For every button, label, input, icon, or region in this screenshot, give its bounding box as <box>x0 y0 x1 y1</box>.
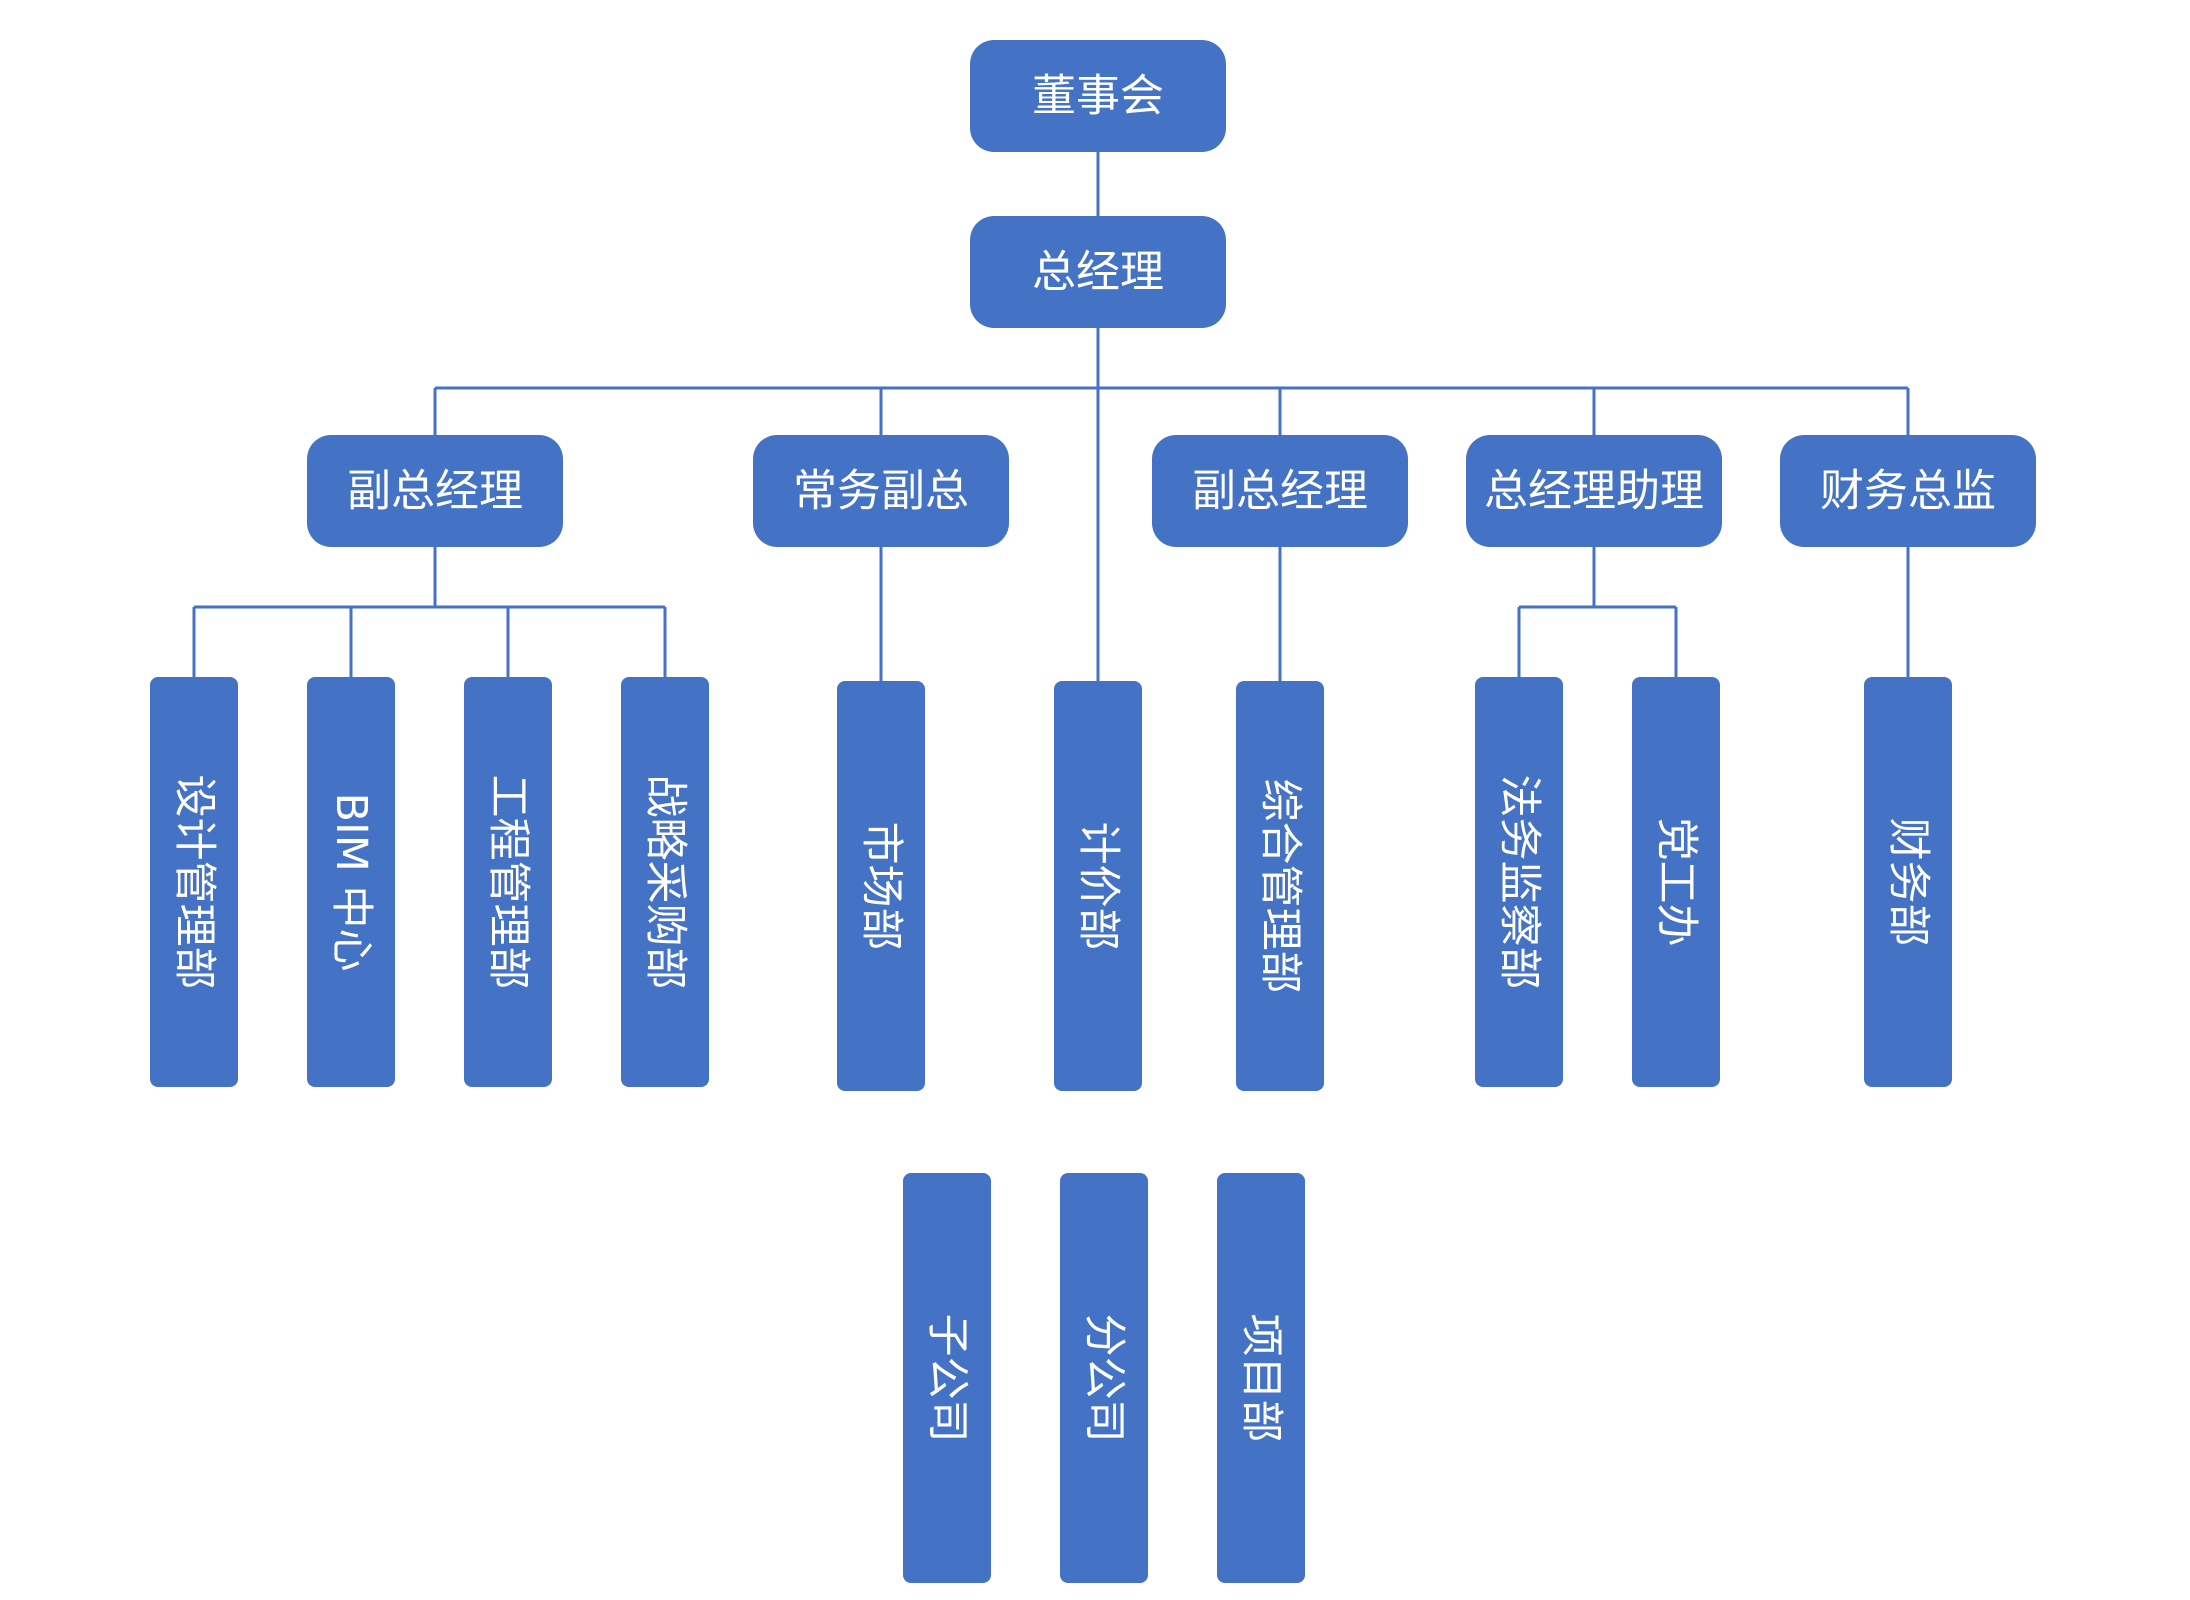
subsidiary-label: 子公司 <box>922 1314 972 1443</box>
subsidiary-node: 项目部 <box>1217 1173 1305 1583</box>
department-node: 设计管理部 <box>150 677 238 1087</box>
executive-node: 财务总监 <box>1780 435 2036 547</box>
department-label: 设计管理部 <box>169 775 219 990</box>
general-manager-node: 总经理 <box>970 216 1226 328</box>
department-node: 战略采购部 <box>621 677 709 1087</box>
executive-node: 常务副总 <box>753 435 1009 547</box>
department-node: 计价部 <box>1054 681 1142 1091</box>
department-label: 综合管理部 <box>1255 779 1305 994</box>
board-label: 董事会 <box>1032 71 1164 122</box>
department-node: 综合管理部 <box>1236 681 1324 1091</box>
subsidiary-label: 项目部 <box>1236 1314 1286 1443</box>
executive-label: 财务总监 <box>1820 466 1996 517</box>
department-label: 工程管理部 <box>483 775 533 990</box>
executive-node: 副总经理 <box>1152 435 1408 547</box>
board-node: 董事会 <box>970 40 1226 152</box>
connector-lines <box>192 152 1910 681</box>
department-node: BIM 中心 <box>307 677 395 1087</box>
department-label: 法务监察部 <box>1494 775 1544 990</box>
subsidiary-node: 分公司 <box>1060 1173 1148 1583</box>
department-label: 财务部 <box>1883 818 1933 947</box>
executive-node: 副总经理 <box>307 435 563 547</box>
executive-node: 总经理助理 <box>1466 435 1722 547</box>
department-node: 财务部 <box>1864 677 1952 1087</box>
general-manager-label: 总经理 <box>1032 247 1164 298</box>
department-node: 法务监察部 <box>1475 677 1563 1087</box>
department-node: 工程管理部 <box>464 677 552 1087</box>
executive-label: 副总经理 <box>1192 466 1368 517</box>
department-node: 党工办 <box>1632 677 1720 1087</box>
department-label: 党工办 <box>1651 818 1701 947</box>
department-label: BIM 中心 <box>326 793 376 972</box>
subsidiary-node: 子公司 <box>903 1173 991 1583</box>
department-label: 市场部 <box>856 822 906 951</box>
department-node: 市场部 <box>837 681 925 1091</box>
executive-label: 总经理助理 <box>1484 466 1704 517</box>
executive-label: 副总经理 <box>347 466 523 517</box>
executive-label: 常务副总 <box>793 466 969 517</box>
subsidiary-label: 分公司 <box>1079 1314 1129 1443</box>
department-label: 战略采购部 <box>640 775 690 990</box>
department-label: 计价部 <box>1073 822 1123 951</box>
